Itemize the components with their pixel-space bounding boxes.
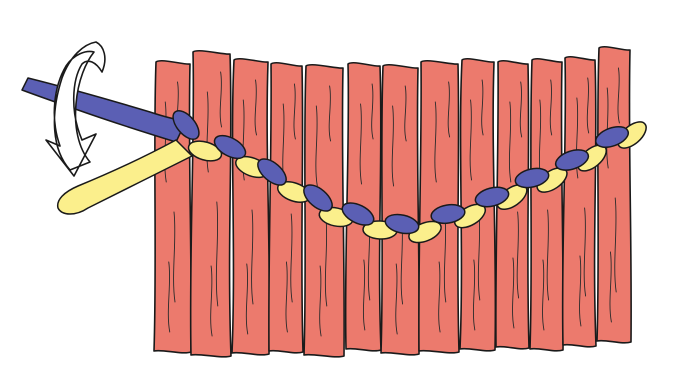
warp-thread — [597, 47, 631, 343]
warp-thread — [154, 61, 191, 353]
warp-thread — [530, 59, 563, 351]
warp-thread — [269, 63, 303, 353]
warp-threads — [154, 47, 631, 357]
warp-thread — [381, 65, 419, 355]
warp-thread — [563, 57, 596, 347]
warp-thread — [191, 51, 231, 357]
warp-thread — [232, 59, 269, 355]
